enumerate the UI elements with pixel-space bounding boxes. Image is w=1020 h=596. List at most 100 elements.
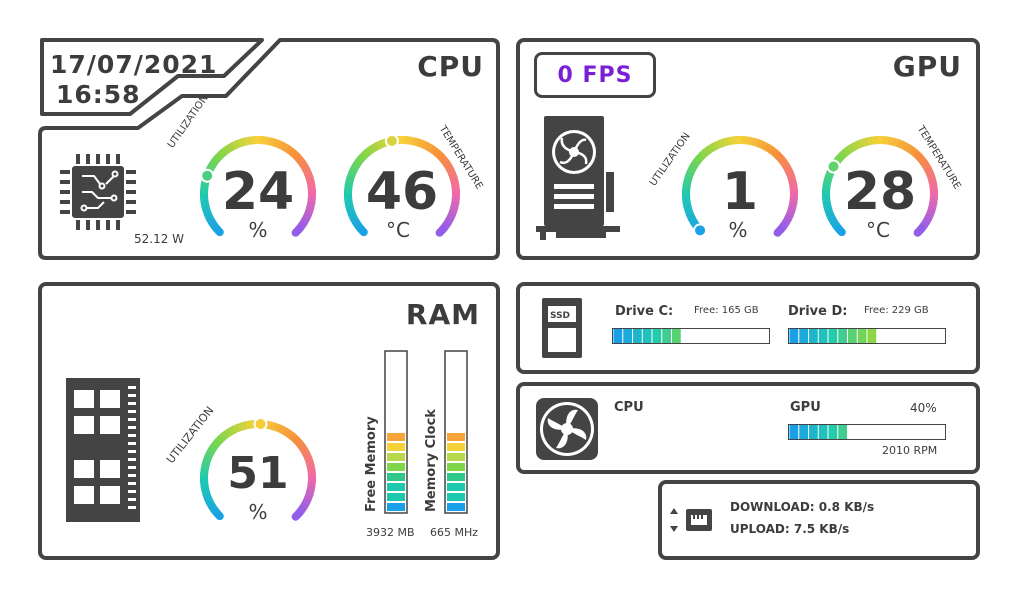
ram-utilization-gauge (200, 417, 316, 521)
gpu-utilization-gauge (682, 136, 798, 238)
fan-gpu-speed-bar (788, 424, 946, 440)
bar-segment (818, 425, 828, 439)
meter-segment (447, 443, 465, 451)
ram-utilization-unit: % (248, 500, 268, 524)
meter-segment (387, 473, 405, 481)
gauge-level-marker (200, 168, 215, 183)
gpu-title: GPU (892, 50, 962, 83)
ram-utilization-value: 51 (227, 448, 289, 499)
memory-clock-meter (444, 350, 468, 514)
graphics-card-icon (536, 116, 620, 240)
drive-c-free: Free: 165 GB (694, 305, 759, 316)
cpu-utilization-value: 24 (221, 162, 295, 222)
free-memory-meter (384, 350, 408, 514)
bar-frame (612, 328, 770, 344)
meter-segment (447, 493, 465, 501)
memory-clock-label: Memory Clock (424, 409, 439, 512)
gauge-arc-segment (291, 225, 304, 237)
cpu-panel-frame (38, 38, 500, 260)
meter-segment (387, 453, 405, 461)
bar-segment (642, 329, 652, 343)
meter-segment (447, 463, 465, 471)
fan-icon (536, 398, 598, 460)
meter-segment (447, 433, 465, 441)
gpu-panel-frame (516, 38, 980, 260)
fan-gpu-label: GPU (790, 400, 821, 415)
meter-segment (387, 443, 405, 451)
ram-panel-frame (38, 282, 500, 560)
drive-c-usage-bar (612, 328, 770, 344)
network-panel-frame (658, 480, 980, 560)
bar-segment (613, 329, 623, 343)
network-download: DOWNLOAD: 0.8 KB/s (730, 500, 875, 514)
drive-c-name: Drive C: (615, 304, 674, 319)
gauge-level-marker (826, 159, 841, 174)
gpu-utilization-value: 1 (721, 162, 759, 222)
bar-segment (789, 329, 799, 343)
free-memory-value: 3932 MB (366, 526, 415, 539)
date-text: 17/07/2021 (50, 50, 218, 79)
memory-clock-value: 665 MHz (430, 526, 479, 539)
bar-segment (809, 329, 818, 343)
drive-d-usage-bar (788, 328, 946, 344)
bar-segment (838, 329, 847, 343)
fan-cpu-label: CPU (614, 400, 644, 415)
gauge-arc-segment (291, 509, 304, 521)
meter-segment (447, 503, 465, 511)
fans-panel-frame (516, 382, 980, 474)
meter-frame (384, 350, 408, 514)
network-upload: UPLOAD: 7.5 KB/s (730, 522, 850, 536)
cpu-chip-icon (60, 154, 136, 230)
meter-segment (387, 493, 405, 501)
bar-segment (672, 329, 681, 343)
gauge-arc-segment (773, 225, 786, 237)
bar-segment (857, 329, 867, 343)
meter-segment (447, 453, 465, 461)
bar-segment (789, 425, 799, 439)
drive-d-name: Drive D: (788, 304, 848, 319)
meter-segment (447, 473, 465, 481)
free-memory-label: Free Memory (364, 416, 379, 512)
bar-segment (838, 425, 847, 439)
bar-segment (818, 329, 828, 343)
ram-module-icon (62, 378, 140, 522)
gpu-utilization-unit: % (728, 218, 748, 242)
bar-segment (848, 329, 857, 343)
gauge-level-marker (693, 223, 708, 238)
meter-segment (387, 483, 405, 491)
meter-segment (387, 433, 405, 441)
cpu-title: CPU (417, 50, 484, 83)
ssd-icon-label: SSD (550, 311, 571, 321)
time-text: 16:58 (56, 80, 141, 109)
cpu-temperature-unit: °C (386, 218, 410, 242)
bar-segment (652, 329, 662, 343)
bar-segment (662, 329, 671, 343)
bar-segment (623, 329, 632, 343)
gauge-arc-segment (435, 225, 448, 237)
gauge-level-marker (253, 417, 268, 432)
cpu-temperature-value: 46 (365, 162, 439, 222)
cpu-temperature-gauge (344, 133, 460, 237)
gpu-temperature-gauge (822, 136, 938, 237)
ram-title: RAM (405, 298, 480, 331)
bar-frame (788, 424, 946, 440)
bar-segment (799, 329, 808, 343)
gauge-level-marker (384, 133, 399, 148)
meter-segment (387, 503, 405, 511)
bar-segment (799, 425, 808, 439)
fps-badge: 0 FPS (534, 52, 656, 98)
cpu-power: 52.12 W (134, 232, 185, 246)
bar-segment (867, 329, 877, 343)
bar-frame (788, 328, 946, 344)
ssd-icon (542, 298, 582, 358)
gauge-arc-segment (913, 225, 926, 237)
drives-panel-frame (516, 282, 980, 374)
fps-value: 0 FPS (557, 62, 633, 88)
gpu-temperature-value: 28 (843, 162, 917, 222)
meter-segment (447, 483, 465, 491)
bar-segment (633, 329, 642, 343)
cpu-header-frame (40, 38, 264, 116)
cpu-utilization-unit: % (248, 218, 268, 242)
fan-gpu-percent: 40% (910, 401, 937, 415)
